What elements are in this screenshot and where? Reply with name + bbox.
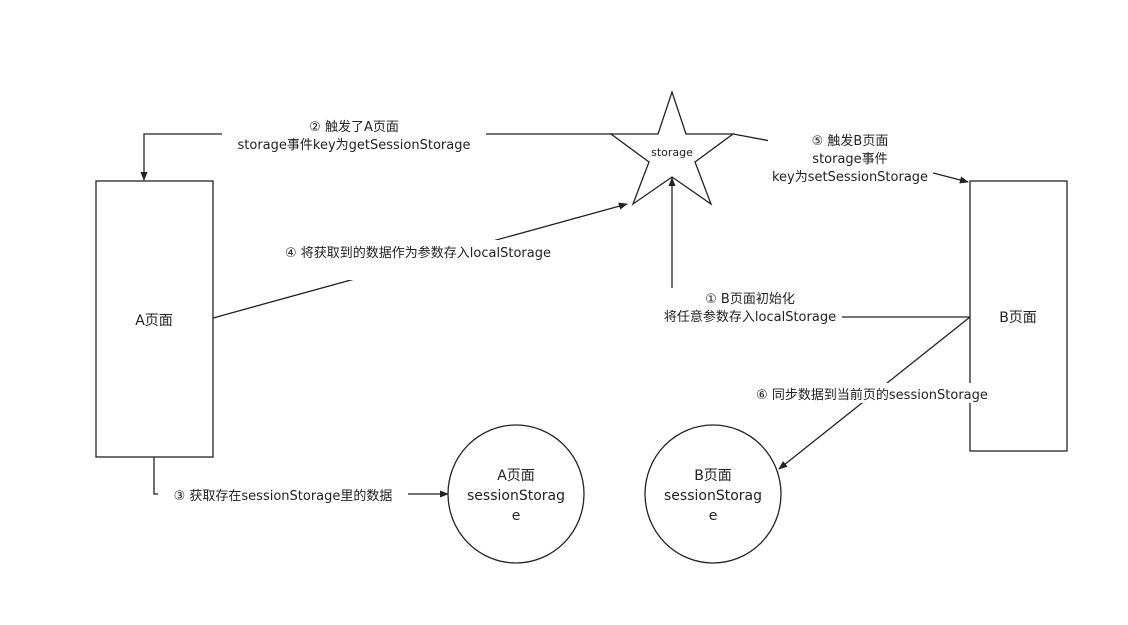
session-b-label-line2: sessionStorag (664, 488, 762, 504)
edge-step5-label-line3: key为setSessionStorage (772, 170, 928, 185)
session-a-label-line1: A页面 (497, 468, 535, 484)
edge-step3-label-bg (158, 484, 408, 504)
edge-step2-label-bg (222, 116, 486, 154)
page-a-box (95, 180, 214, 458)
session-a-label-line2: sessionStorag (467, 488, 565, 504)
edge-step1-label-bg (656, 288, 842, 326)
edge-step2-label-line1: ② 触发了A页面 (309, 119, 399, 135)
storage-star (609, 89, 735, 206)
edge-step6-label: ⑥ 同步数据到当前页的sessionStorage (756, 387, 988, 403)
page-b-label: B页面 (999, 310, 1037, 326)
edge-step5-label-bg (768, 130, 933, 185)
edge-step2-label-line2: storage事件key为getSessionStorage (238, 138, 471, 153)
edge-step3-label: ③ 获取存在sessionStorage里的数据 (174, 488, 393, 504)
session-a-circle (447, 424, 585, 564)
edge-step1-label-line1: ① B页面初始化 (705, 292, 795, 307)
session-a-label-line3: e (512, 508, 521, 524)
edge-step4-label: ④ 将获取到的数据作为参数存入localStorage (285, 245, 551, 261)
edge-step1-label-line2: 将任意参数存入localStorage (664, 309, 836, 325)
session-b-label-line1: B页面 (694, 468, 732, 484)
edge-step5-label-line1: ⑤ 触发B页面 (812, 133, 889, 149)
page-a-label: A页面 (135, 313, 173, 329)
page-b-box (969, 180, 1068, 452)
edge-step5-label-line2: storage事件 (812, 152, 887, 167)
session-b-label-line3: e (709, 508, 718, 524)
session-b-circle (644, 424, 782, 564)
edge-step4-label-bg (262, 240, 574, 280)
edge-step6-label-bg (746, 383, 998, 403)
storage-label: storage (651, 146, 693, 159)
